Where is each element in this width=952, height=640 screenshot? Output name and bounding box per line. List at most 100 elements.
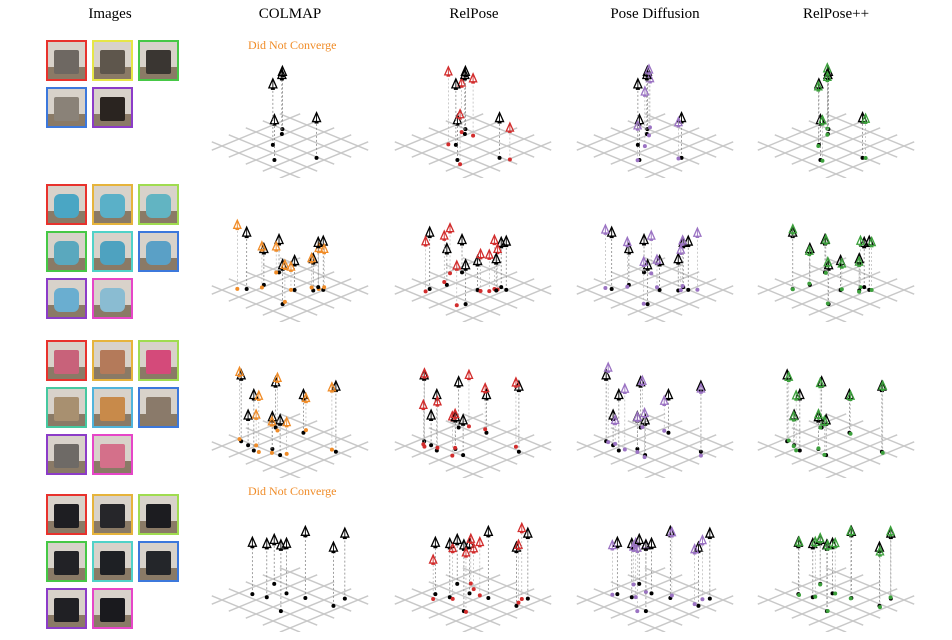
gt-camera: [683, 234, 694, 248]
pred-ground-point: [256, 450, 261, 455]
grid-line: [610, 271, 700, 309]
grid-line: [808, 134, 898, 172]
pred-camera-body: [848, 534, 853, 537]
grid-line: [627, 588, 717, 626]
gt-ground-point: [292, 287, 297, 292]
pred-camera: [646, 229, 656, 241]
pred-ground-point: [284, 451, 289, 456]
input-image-thumbnail: [138, 541, 179, 582]
gt-ground-point: [484, 430, 489, 435]
input-image-thumbnail: [46, 184, 87, 225]
gt-camera-body: [877, 551, 882, 554]
pred-camera-body: [478, 545, 482, 548]
pred-camera: [620, 382, 630, 395]
grid-line: [411, 588, 501, 626]
suitcase-object: [54, 551, 79, 575]
plastic-bag-object: [100, 241, 125, 265]
input-image-thumbnail: [92, 278, 133, 319]
pred-camera: [628, 540, 639, 552]
grid-line: [627, 134, 717, 172]
grid-line: [610, 427, 700, 465]
pred-camera-body: [635, 551, 640, 554]
gt-ground-point: [645, 302, 650, 307]
gt-ground-point: [280, 127, 285, 132]
gt-camera: [426, 408, 437, 421]
gt-camera: [313, 235, 324, 249]
pose-plot-relpose: [394, 367, 552, 478]
pred-camera: [690, 543, 700, 555]
pose-plot-colmap: [211, 64, 369, 178]
pred-camera: [640, 85, 650, 97]
pred-camera-body: [492, 243, 497, 246]
pred-camera: [327, 381, 337, 393]
pred-ground-point: [471, 587, 476, 592]
grid-line: [279, 285, 369, 322]
gt-camera: [496, 235, 507, 249]
pred-camera: [692, 226, 703, 239]
pred-camera: [475, 247, 486, 260]
plastic-bag-object: [100, 194, 125, 218]
pred-ground-point: [275, 428, 280, 433]
grid-line: [462, 285, 552, 322]
suitcase-object: [100, 598, 125, 622]
pose-plot-relpose-pp: [757, 368, 915, 478]
pred-camera: [817, 114, 828, 126]
grid-line: [774, 588, 864, 626]
pred-camera-body: [289, 270, 293, 272]
pose-plot-relpose: [394, 221, 552, 322]
pred-ground-point: [259, 285, 264, 290]
pred-ground-point: [643, 590, 648, 595]
gt-ground-point: [273, 425, 278, 430]
grid-line: [627, 278, 717, 316]
pred-camera-body: [869, 245, 874, 248]
pred-camera: [232, 218, 242, 231]
pred-camera-body: [520, 531, 524, 534]
gt-ground-point: [516, 449, 521, 454]
pred-ground-point: [631, 582, 636, 587]
gt-ground-point: [453, 142, 458, 147]
pred-camera: [804, 244, 814, 257]
gt-ground-point: [278, 453, 283, 458]
pred-camera: [845, 389, 856, 402]
gt-ground-point: [314, 155, 319, 160]
pred-camera-body: [237, 375, 242, 378]
pred-camera: [813, 408, 824, 420]
gt-ground-point: [642, 270, 647, 275]
pred-camera-body: [483, 391, 487, 394]
pred-camera-body: [516, 548, 521, 551]
pose-plot-relpose-pp: [757, 62, 915, 178]
pred-camera: [855, 234, 866, 247]
pred-ground-point: [625, 284, 630, 289]
gt-ground-point: [467, 591, 472, 596]
gt-ground-point: [250, 592, 255, 597]
pred-camera-body: [260, 249, 264, 252]
gt-camera-body: [816, 87, 821, 90]
pred-ground-point: [516, 600, 521, 605]
pred-ground-point: [635, 158, 640, 163]
gt-camera: [311, 110, 322, 124]
grid-line: [610, 127, 700, 165]
pred-camera: [867, 235, 877, 248]
pred-camera: [254, 389, 264, 402]
pred-ground-point: [823, 270, 828, 275]
pred-camera-body: [284, 425, 289, 428]
grid-line: [808, 588, 898, 626]
grid-line: [825, 441, 915, 478]
pred-camera-body: [818, 386, 823, 389]
gt-camera: [458, 538, 469, 551]
gt-camera-body: [484, 398, 489, 401]
pred-camera: [794, 535, 804, 547]
gt-camera-body: [681, 246, 686, 249]
pred-ground-point: [635, 609, 640, 614]
pred-camera: [813, 80, 823, 92]
gt-camera-body: [456, 385, 461, 388]
pred-ground-point: [446, 142, 451, 147]
input-image-thumbnail: [46, 541, 87, 582]
pred-camera: [886, 525, 896, 537]
gt-camera: [501, 234, 512, 248]
gt-ground-point: [635, 142, 640, 147]
gt-camera-body: [849, 535, 854, 538]
grid-line: [576, 595, 666, 632]
gt-camera-body: [455, 543, 460, 546]
pose-plot-relpose-pp: [757, 524, 915, 632]
